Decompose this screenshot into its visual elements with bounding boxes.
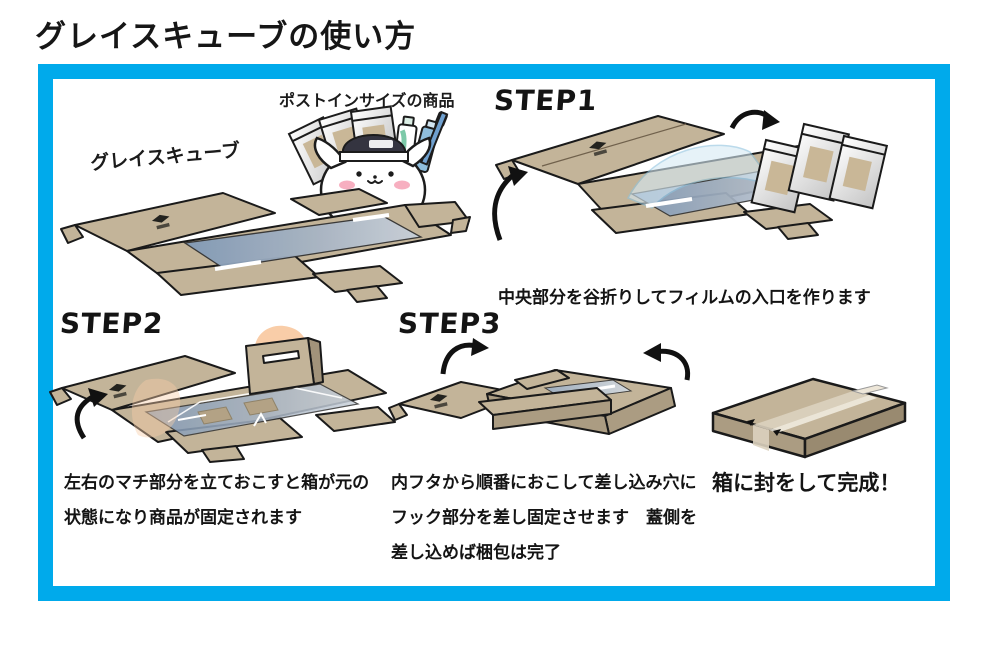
step1-caption: 中央部分を谷折りしてフィルムの入口を作ります bbox=[498, 288, 871, 308]
step3-caption: 内フタから順番におこして差し込み穴に フック部分を差し固定させます 蓋側を 差し… bbox=[391, 466, 697, 571]
front-lip bbox=[478, 387, 612, 430]
grace-cube-logo bbox=[429, 393, 448, 409]
tape-end bbox=[851, 384, 889, 395]
flat-box-illustration bbox=[60, 188, 471, 303]
film-window bbox=[183, 215, 423, 269]
step2-illustration bbox=[49, 325, 396, 463]
finished-box-illustration bbox=[711, 377, 907, 459]
finish-caption: 箱に封をして完成！ bbox=[712, 471, 901, 495]
step3-caption-line2: フック部分を差し固定させます 蓋側を bbox=[391, 508, 697, 528]
step2-caption: 左右のマチ部分を立ておこすと箱が元の 状態になり商品が固定されます bbox=[64, 466, 369, 536]
step3-caption-line1: 内フタから順番におこして差し込み穴に bbox=[391, 473, 697, 493]
tape-strip bbox=[753, 391, 869, 430]
step2-caption-line2: 状態になり商品が固定されます bbox=[64, 508, 302, 528]
raised-gusset-panel bbox=[245, 337, 324, 395]
step2-caption-line1: 左右のマチ部分を立ておこすと箱が元の bbox=[64, 473, 370, 493]
items-label: ポストインサイズの商品 bbox=[279, 91, 455, 110]
mascot-illustration bbox=[287, 105, 449, 238]
step3-illustration bbox=[388, 338, 691, 435]
fold-arrow-left bbox=[492, 174, 514, 241]
insert-products bbox=[750, 122, 889, 214]
hand-ghost bbox=[131, 378, 181, 438]
grace-cube-logo bbox=[151, 214, 170, 230]
step3-caption-line3: 差し込めば梱包は完了 bbox=[391, 543, 561, 563]
grace-cube-logo bbox=[108, 383, 127, 399]
grace-cube-logo bbox=[589, 141, 608, 157]
page-title: グレイスキューブの使い方 bbox=[35, 19, 417, 55]
step1-illustration bbox=[492, 109, 889, 241]
raise-arrow bbox=[74, 393, 96, 440]
